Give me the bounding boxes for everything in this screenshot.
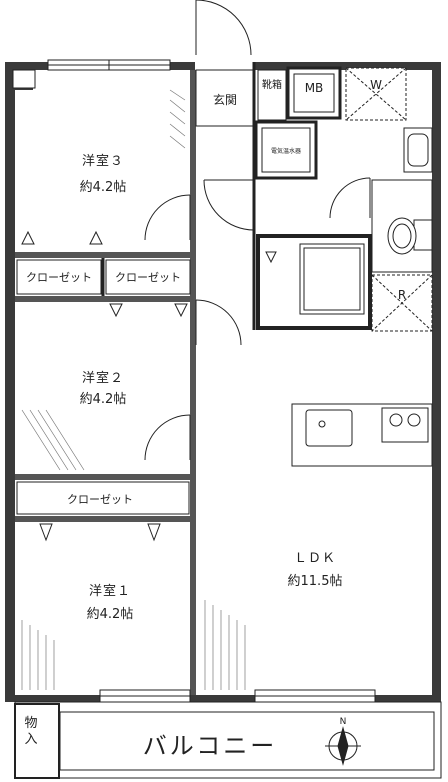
window-top [47, 59, 171, 71]
mb-label: MB [304, 81, 324, 95]
storage-label: 物入 [24, 716, 38, 747]
hatch-room1 [21, 620, 55, 690]
balcony-label: バルコニー [142, 732, 278, 760]
north-arrow [325, 726, 361, 766]
room1-name: 洋室１ [88, 584, 131, 599]
room2-name: 洋室２ [81, 371, 124, 386]
room2-size: 約4.2帖 [79, 392, 127, 407]
hatch-room3 [169, 89, 186, 149]
hatch-room2 [21, 409, 85, 471]
closet-3-label: クローゼット [67, 493, 133, 506]
closet-2-label: クローゼット [115, 271, 181, 284]
closet-1-label: クローゼット [26, 271, 92, 284]
ldk-size: 約11.5帖 [287, 574, 343, 589]
shoe-box-label: 靴箱 [262, 80, 282, 91]
room3-size: 約4.2帖 [79, 180, 127, 195]
room3-name: 洋室３ [81, 154, 124, 169]
w-mark: W [370, 78, 382, 92]
hatch-ldk [204, 600, 246, 690]
ldk-name: ＬＤＫ [293, 551, 336, 566]
north-label: N [339, 717, 347, 727]
entrance-label: 玄関 [212, 93, 237, 107]
room1-size: 約4.2帖 [86, 607, 134, 622]
r-mark: R [397, 288, 407, 302]
water-heater-label: 電気温水器 [270, 148, 301, 155]
